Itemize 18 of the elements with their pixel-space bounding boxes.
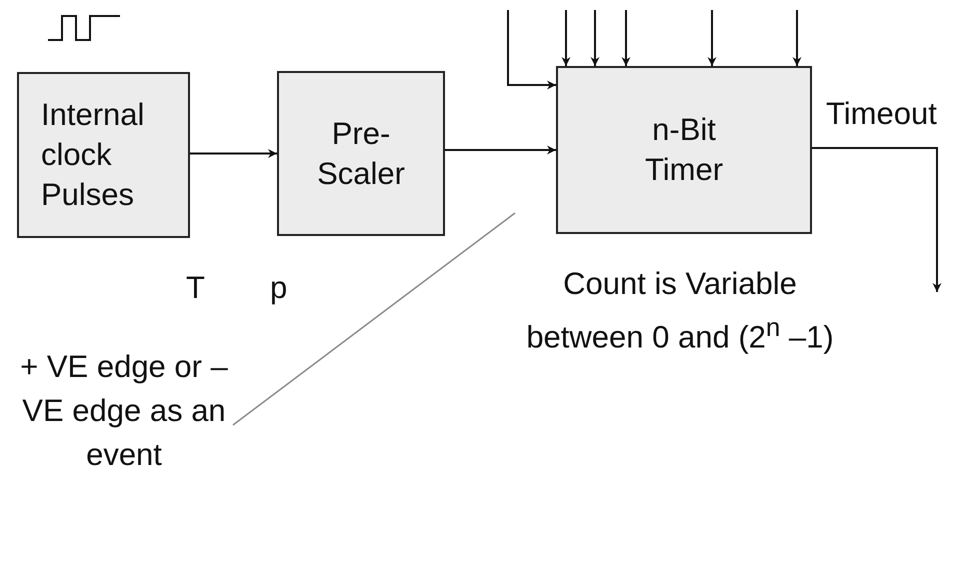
caption-text: Count is Variable between 0 and (2$^{n}$ –1) — [525, 265, 835, 356]
arrow — [622, 10, 630, 66]
box-label: Pre- Scaler — [316, 114, 406, 192]
arrow — [507, 10, 556, 90]
annotation-text: + VE edge or – VE edge as an event — [15, 345, 233, 477]
process-box — [17, 72, 190, 238]
leader-line — [232, 212, 516, 426]
box-label: Internal clock Pulses — [41, 96, 146, 214]
arrow — [190, 149, 277, 158]
arrow — [812, 147, 942, 292]
box-label: n-Bit Timer — [644, 111, 724, 189]
arrow — [445, 146, 556, 154]
arrow — [562, 10, 570, 66]
arrow — [708, 10, 716, 66]
arrow — [792, 10, 802, 66]
process-box — [277, 71, 445, 236]
arrow — [590, 10, 600, 66]
process-box — [556, 66, 812, 234]
